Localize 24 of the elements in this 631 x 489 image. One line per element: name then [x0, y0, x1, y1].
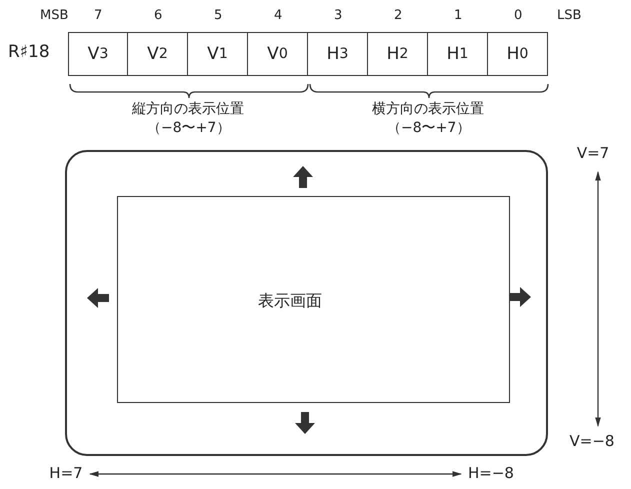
bit-number: 2 [394, 8, 402, 23]
field-range: （−8〜+7） [147, 119, 230, 137]
display-area [117, 196, 510, 403]
double-arrow [89, 471, 462, 477]
bit-number: 0 [514, 8, 522, 23]
range-label: H=7 [44, 462, 88, 484]
bit-number: 6 [154, 8, 162, 23]
field-caption: 縦方向の表示位置 [132, 100, 244, 118]
field-range: （−8〜+7） [387, 119, 470, 137]
bit-number: 5 [214, 8, 222, 23]
bit-number: 3 [334, 8, 342, 23]
double-arrow [595, 171, 601, 427]
range-label: H=−8 [463, 462, 519, 484]
screen-frame [65, 150, 548, 456]
bit-header: MSB [40, 8, 68, 23]
register-name: R♯18 [8, 42, 50, 62]
area-title: 表示画面 [258, 291, 322, 312]
range-label: V=−8 [562, 430, 622, 452]
bit-header: LSB [557, 8, 582, 23]
range-label: V=7 [568, 142, 618, 164]
bit-number: 7 [94, 8, 102, 23]
bit-number: 4 [274, 8, 282, 23]
bit-number: 1 [454, 8, 462, 23]
field-caption: 横方向の表示位置 [372, 100, 484, 118]
